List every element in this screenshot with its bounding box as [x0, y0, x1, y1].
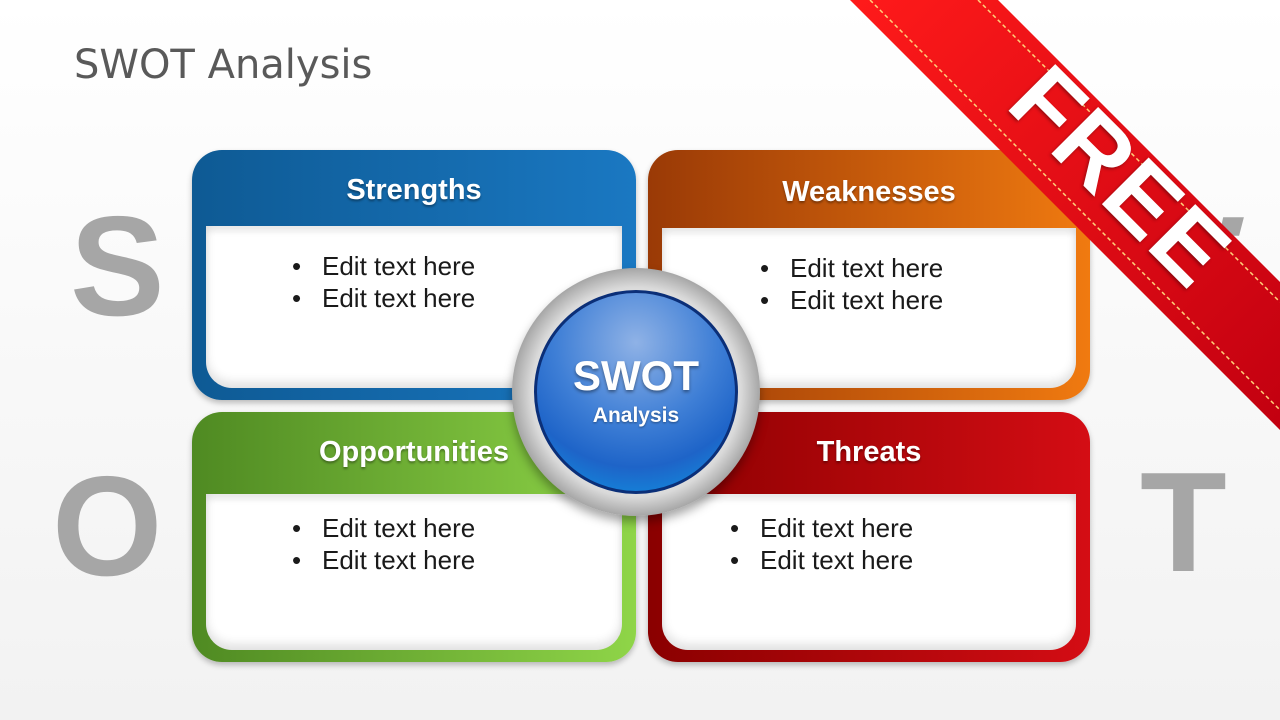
strengths-heading: Strengths: [346, 174, 482, 206]
threats-heading: Threats: [816, 436, 922, 468]
bullet-text: Edit text here: [322, 513, 476, 543]
hub-button: [534, 290, 738, 494]
list-item[interactable]: Edit text here: [730, 512, 913, 544]
letter-t: T: [1140, 443, 1227, 602]
bullet-text: Edit text here: [790, 253, 944, 283]
bullet-text: Edit text here: [760, 545, 914, 575]
threats-body: Edit text here Edit text here: [662, 494, 1076, 650]
weaknesses-list: Edit text here Edit text here: [760, 252, 943, 316]
opportunities-list: Edit text here Edit text here: [292, 512, 475, 576]
threats-list: Edit text here Edit text here: [730, 512, 913, 576]
bullet-text: Edit text here: [322, 545, 476, 575]
opportunities-heading: Opportunities: [318, 436, 510, 468]
letter-s: S: [70, 187, 165, 346]
hub-title: SWOT: [573, 352, 699, 399]
hub-subtitle: Analysis: [592, 404, 680, 427]
strengths-list: Edit text here Edit text here: [292, 250, 475, 314]
weaknesses-heading: Weaknesses: [782, 176, 956, 208]
opportunities-quadrant: Opportunities Edit text here Edit text h…: [192, 412, 636, 662]
list-item[interactable]: Edit text here: [292, 282, 475, 314]
list-item[interactable]: Edit text here: [760, 252, 943, 284]
opportunities-body: Edit text here Edit text here: [206, 494, 622, 650]
bullet-text: Edit text here: [322, 283, 476, 313]
letter-o: O: [52, 447, 163, 606]
bullet-text: Edit text here: [790, 285, 944, 315]
list-item[interactable]: Edit text here: [730, 544, 913, 576]
list-item[interactable]: Edit text here: [292, 250, 475, 282]
strengths-quadrant: Strengths Edit text here Edit text here: [192, 150, 636, 400]
slide-title: SWOT Analysis: [74, 42, 373, 88]
bullet-text: Edit text here: [760, 513, 914, 543]
list-item[interactable]: Edit text here: [292, 512, 475, 544]
bullet-text: Edit text here: [322, 251, 476, 281]
list-item[interactable]: Edit text here: [292, 544, 475, 576]
list-item[interactable]: Edit text here: [760, 284, 943, 316]
